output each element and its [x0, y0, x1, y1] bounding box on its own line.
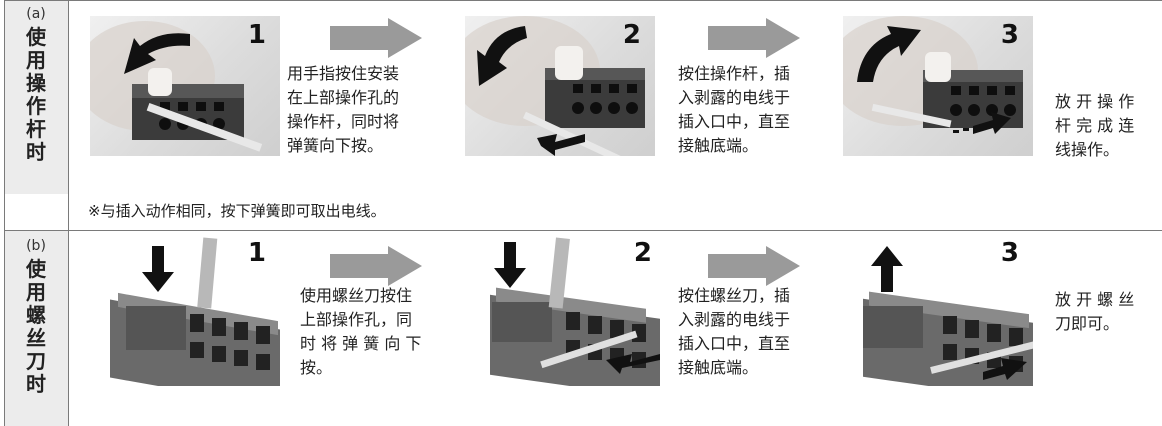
text-line: 按住螺丝刀，插 [678, 286, 791, 305]
step-a3-photo: 3 [843, 16, 1033, 156]
title-char: 时 [26, 140, 46, 164]
step-b2-text: 按住螺丝刀，插 入剥露的电线于 插入口中，直至 接触底端。 [678, 284, 838, 380]
text-line: 插入口中，直至 [678, 334, 791, 353]
section-a-label: (a) 使 用 操 作 杆 时 [4, 2, 68, 164]
text-line: 接触底端。 [678, 136, 759, 155]
step-b2-photo: 2 [470, 236, 660, 386]
text-line: 按。 [300, 358, 333, 377]
title-char: 使 [26, 257, 46, 281]
text-line: 在上部操作孔的 [287, 88, 400, 107]
text-line: 用手指按住安装 [287, 64, 400, 83]
title-char: 使 [26, 25, 46, 49]
text-line: 上部操作孔，同 [300, 310, 413, 329]
section-b-tag: (b) [26, 238, 46, 254]
section-b-label: (b) 使 用 螺 丝 刀 时 [4, 234, 68, 396]
title-char: 时 [26, 372, 46, 396]
table-top-border [4, 0, 1162, 1]
gray-arrow-icon [330, 18, 422, 58]
title-char: 操 [26, 71, 46, 95]
step-a2-text: 按住操作杆，插 入剥露的电线于 插入口中，直至 接触底端。 [678, 62, 838, 158]
step-b1-text: 使用螺丝刀按住 上部操作孔，同 时 将 弹 簧 向 下 按。 [300, 284, 470, 380]
step-number: 1 [247, 20, 266, 50]
title-char: 杆 [26, 117, 46, 141]
title-char: 刀 [26, 349, 46, 373]
section-divider [4, 230, 1162, 231]
gray-arrow-icon [708, 246, 800, 286]
step-b3-text: 放 开 螺 丝 刀即可。 [1055, 288, 1160, 336]
title-char: 作 [26, 94, 46, 118]
label-column-border [68, 0, 69, 426]
gray-arrow-icon [330, 246, 422, 286]
text-line: 刀即可。 [1055, 314, 1120, 333]
step-a1-text: 用手指按住安装 在上部操作孔的 操作杆，同时将 弹簧向下按。 [287, 62, 457, 158]
text-line: 插入口中，直至 [678, 112, 791, 131]
text-line: 使用螺丝刀按住 [300, 286, 413, 305]
section-b-title: 使 用 螺 丝 刀 时 [4, 258, 68, 396]
step-number: 3 [1000, 20, 1019, 50]
section-a-label-cell [4, 0, 68, 194]
title-char: 用 [26, 280, 46, 304]
section-a-note: ※与插入动作相同，按下弹簧即可取出电线。 [88, 202, 386, 220]
step-a3-text: 放 开 操 作 杆 完 成 连 线操作。 [1055, 90, 1160, 162]
text-line: 线操作。 [1055, 140, 1120, 159]
text-line: 按住操作杆，插 [678, 64, 791, 83]
step-a2-photo: 2 [465, 16, 655, 156]
text-line: 放 开 螺 丝 [1055, 290, 1135, 309]
section-a-tag: (a) [26, 6, 46, 22]
text-line: 入剥露的电线于 [678, 88, 791, 107]
text-line: 时 将 弹 簧 向 下 [300, 334, 422, 353]
title-char: 丝 [26, 326, 46, 350]
text-line: 放 开 操 作 [1055, 92, 1135, 111]
step-b3-photo: 3 [843, 236, 1033, 386]
gray-arrow-icon [708, 18, 800, 58]
step-number: 3 [1000, 238, 1019, 268]
step-number: 1 [247, 238, 266, 268]
section-b-label-cell [4, 231, 68, 426]
text-line: 杆 完 成 连 [1055, 116, 1135, 135]
title-char: 用 [26, 48, 46, 72]
text-line: 弹簧向下按。 [287, 136, 384, 155]
table-left-border [4, 0, 5, 426]
step-number: 2 [622, 20, 641, 50]
step-number: 2 [633, 238, 652, 268]
section-a-title: 使 用 操 作 杆 时 [4, 26, 68, 164]
text-line: 操作杆，同时将 [287, 112, 400, 131]
title-char: 螺 [26, 303, 46, 327]
step-a1-photo: 1 [90, 16, 280, 156]
text-line: 入剥露的电线于 [678, 310, 791, 329]
text-line: 接触底端。 [678, 358, 759, 377]
step-b1-photo: 1 [90, 236, 280, 386]
